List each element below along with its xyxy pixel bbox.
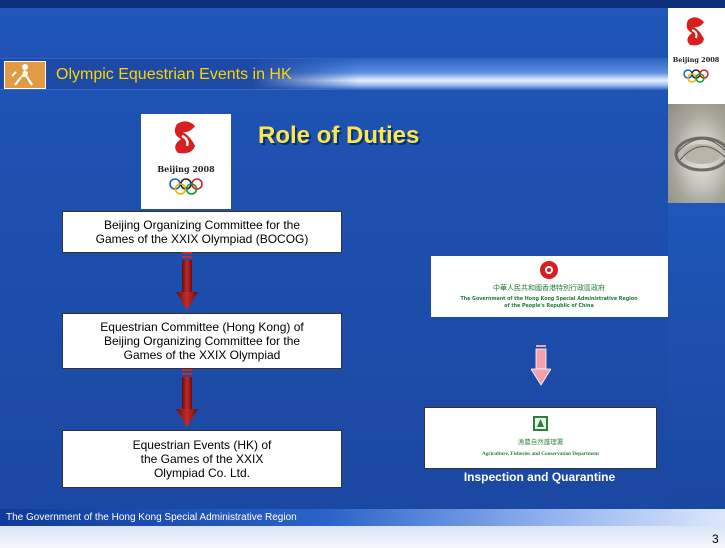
header-title: Olympic Equestrian Events in HK (56, 66, 292, 83)
afcd-emblem-icon (533, 416, 548, 431)
box-line: the Games of the XXIX (140, 452, 264, 466)
beijing-2008-emblem-icon: Beijing 2008 (157, 121, 215, 195)
stadium-photo (668, 104, 725, 203)
hk-gov-english-1: The Government of the Hong Kong Special … (460, 296, 638, 302)
equestrian-rider-icon (4, 61, 46, 89)
box-line: Games of the XXIX Olympiad (BOCOG) (95, 232, 309, 246)
bottom-area (0, 526, 725, 548)
hk-government-logo: 中華人民共和國香港特別行政區政府 The Government of the H… (431, 256, 668, 317)
afcd-logo: 漁農自然護理署 Agriculture, Fisheries and Conse… (424, 407, 657, 469)
top-strip (0, 0, 725, 8)
afcd-english: Agriculture, Fisheries and Conservation … (482, 451, 599, 457)
box-line: Beijing Organizing Committee for the (103, 334, 301, 348)
inspection-quarantine-label: Inspection and Quarantine (463, 470, 616, 484)
afcd-chinese: 漁農自然護理署 (518, 437, 564, 446)
hk-bauhinia-emblem-icon (540, 261, 558, 279)
box-line: Equestrian Committee (Hong Kong) of (100, 320, 304, 334)
slide-title: Role of Duties (258, 122, 420, 149)
box-line: Beijing Organizing Committee for the (103, 218, 301, 232)
beijing-logo-top-right: Beijing 2008 (668, 8, 725, 104)
pink-down-arrow-icon (531, 345, 551, 386)
beijing-logo-text: Beijing 2008 (673, 56, 720, 64)
beijing-logo-text: Beijing 2008 (157, 164, 215, 174)
equestrian-events-company-box: Equestrian Events (HK) of the Games of t… (62, 430, 342, 488)
box-line: Olympiad Co. Ltd. (153, 466, 251, 480)
right-column-lower (668, 203, 725, 509)
footer-text: The Government of the Hong Kong Special … (6, 512, 297, 523)
hk-gov-chinese: 中華人民共和國香港特別行政區政府 (493, 283, 605, 292)
box-line: Equestrian Events (HK) of (132, 438, 272, 452)
bocog-box: Beijing Organizing Committee for the Gam… (62, 211, 342, 253)
box-line: Games of the XXIX Olympiad (123, 348, 281, 362)
down-arrow-icon (176, 252, 198, 310)
equestrian-committee-box: Equestrian Committee (Hong Kong) of Beij… (62, 313, 342, 369)
page-number: 3 (712, 532, 719, 546)
beijing-logo-left: Beijing 2008 (141, 114, 231, 209)
footer-bar (0, 509, 725, 526)
header-dark-overlay (0, 59, 360, 89)
beijing-2008-logo-icon: Beijing 2008 (673, 17, 720, 83)
hk-gov-english-2: of the People's Republic of China (504, 303, 593, 309)
down-arrow-icon (176, 369, 198, 427)
